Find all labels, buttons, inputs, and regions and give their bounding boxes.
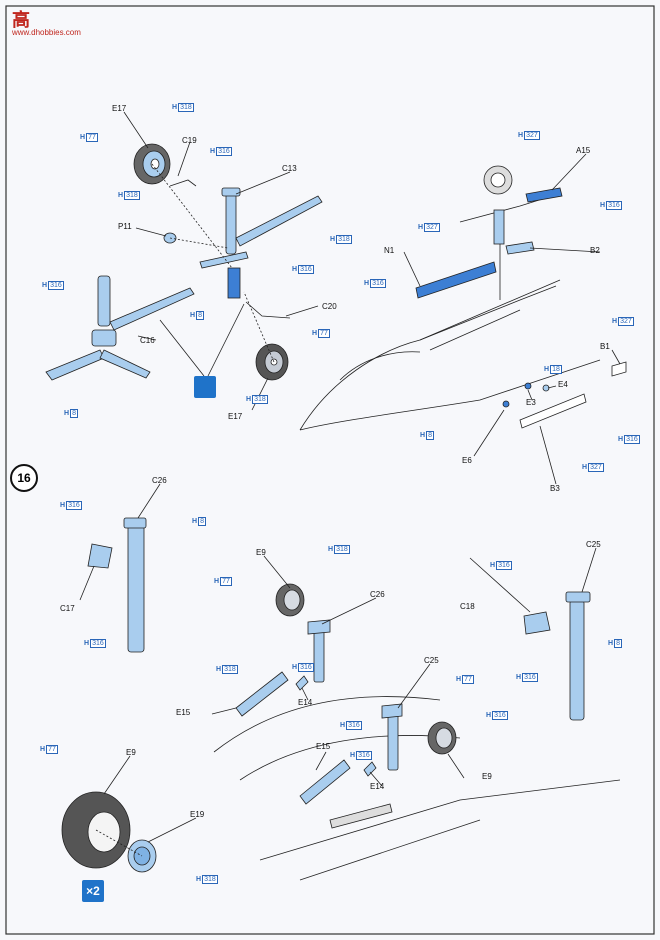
fuselage-nose bbox=[299, 279, 601, 431]
label-e6: E6 bbox=[462, 456, 472, 465]
main-gear-strut bbox=[199, 187, 323, 299]
part-e6 bbox=[502, 400, 510, 408]
strut-c25-bottom bbox=[381, 703, 403, 771]
part-e15-mid bbox=[235, 671, 289, 717]
label-b1: B1 bbox=[600, 342, 610, 351]
wheel-e9-mid bbox=[275, 583, 305, 617]
wheel-e9-bottom bbox=[427, 721, 457, 755]
label-n1: N1 bbox=[384, 246, 395, 255]
label-e15-bottom: E15 bbox=[316, 742, 331, 751]
label-b2: B2 bbox=[590, 246, 600, 255]
part-e14-bottom bbox=[363, 761, 377, 777]
strut-c25-right bbox=[523, 591, 591, 721]
label-e9-mid: E9 bbox=[256, 548, 266, 557]
part-e14-mid bbox=[295, 675, 309, 691]
site-logo: 高 bbox=[12, 10, 30, 30]
label-e3: E3 bbox=[526, 398, 536, 407]
label-c18: C18 bbox=[460, 602, 475, 611]
strut-c26-mid bbox=[307, 619, 331, 683]
label-c13: C13 bbox=[282, 164, 297, 173]
label-e14-mid: E14 bbox=[298, 698, 313, 707]
label-c25-right: C25 bbox=[586, 540, 601, 549]
strut-c26-left bbox=[87, 517, 147, 653]
label-e14-bottom: E14 bbox=[370, 782, 385, 791]
label-c19: C19 bbox=[182, 136, 197, 145]
label-e9-left: E9 bbox=[126, 748, 136, 757]
part-e15-bottom bbox=[299, 759, 351, 805]
label-c16: C16 bbox=[140, 336, 155, 345]
part-b3 bbox=[519, 393, 587, 429]
part-b1 bbox=[611, 361, 627, 377]
nose-gear-upper bbox=[459, 165, 553, 300]
label-c25-bottom: C25 bbox=[424, 656, 439, 665]
wheel-e17-bottom bbox=[255, 343, 289, 381]
fuselage-bottom bbox=[213, 696, 621, 881]
label-e4: E4 bbox=[558, 380, 568, 389]
label-p11: P11 bbox=[118, 222, 132, 231]
rotate-symbol-icon bbox=[194, 376, 216, 398]
label-c26-mid: C26 bbox=[370, 590, 385, 599]
label-c20: C20 bbox=[322, 302, 337, 311]
part-n1 bbox=[415, 261, 497, 299]
label-e17-top: E17 bbox=[112, 104, 127, 113]
label-e17-bottom: E17 bbox=[228, 412, 243, 421]
gear-c16 bbox=[45, 275, 195, 381]
page-border bbox=[5, 5, 655, 935]
wheel-e9-left bbox=[61, 791, 131, 869]
label-c17: C17 bbox=[60, 604, 75, 613]
label-c26-left: C26 bbox=[152, 476, 167, 485]
label-e9-bottom: E9 bbox=[482, 772, 492, 781]
part-b2 bbox=[505, 241, 535, 255]
label-e19: E19 bbox=[190, 810, 205, 819]
label-a15: A15 bbox=[576, 146, 591, 155]
label-b3: B3 bbox=[550, 484, 560, 493]
label-e15-mid: E15 bbox=[176, 708, 191, 717]
part-c19 bbox=[169, 179, 197, 187]
site-url: www.dhobbies.com bbox=[12, 28, 81, 37]
step-number: 16 bbox=[10, 464, 38, 492]
multiplier-badge: ×2 bbox=[82, 880, 104, 902]
part-c20 bbox=[245, 301, 291, 319]
part-a15 bbox=[525, 187, 563, 203]
part-e3 bbox=[524, 382, 532, 390]
